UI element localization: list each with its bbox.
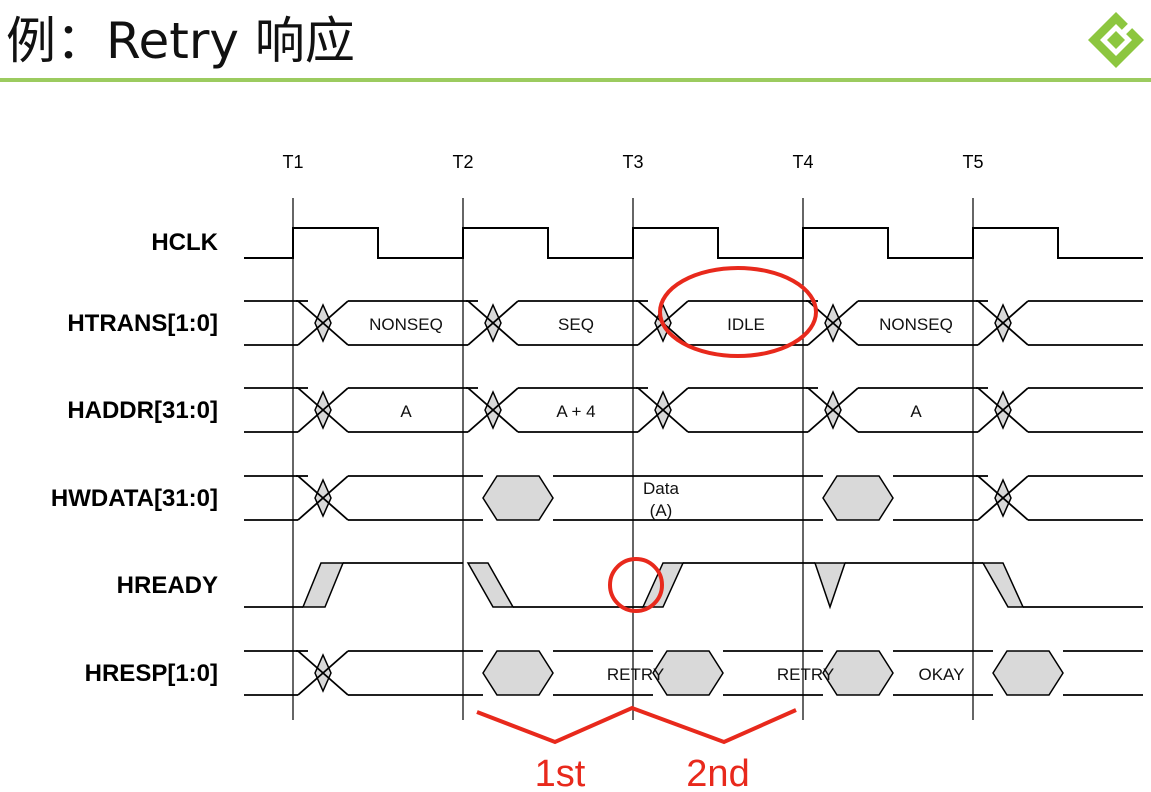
signal-label: HADDR[31:0] xyxy=(67,397,218,424)
bus-crossing-line xyxy=(297,650,349,696)
bus-crossing-line xyxy=(467,300,519,346)
hready-transition xyxy=(301,562,345,608)
bus-value-label: NONSEQ xyxy=(879,315,953,334)
tick-label: T1 xyxy=(282,152,303,172)
signal-label: HCLK xyxy=(151,229,218,256)
bus-value-label: A xyxy=(910,402,922,421)
bus-value-label: IDLE xyxy=(727,315,765,334)
tick-label: T2 xyxy=(452,152,473,172)
title-underline xyxy=(0,78,1151,82)
bus-shaded-segment xyxy=(992,650,1064,696)
retry-bracket xyxy=(476,705,797,745)
slide-title: 例：Retry 响应 xyxy=(6,12,355,70)
bus-shaded-segment xyxy=(822,475,894,521)
hready-pulse xyxy=(813,562,847,610)
hclk-waveform xyxy=(244,227,1143,259)
bus-shaded-segment xyxy=(482,650,554,696)
bus-crossing-line xyxy=(807,387,859,433)
bus-value-label: A + 4 xyxy=(556,402,595,421)
signal-label: HREADY xyxy=(117,572,218,599)
bus-crossing-line xyxy=(637,387,689,433)
bus-crossing-line xyxy=(977,300,1029,346)
bus-crossing-line xyxy=(297,475,349,521)
hready-transition xyxy=(466,562,515,608)
bus-crossing-line xyxy=(297,300,349,346)
signal-label: HWDATA[31:0] xyxy=(51,485,218,512)
tick-label: T5 xyxy=(962,152,983,172)
hready-transition xyxy=(981,562,1025,608)
bus-shaded-segment xyxy=(822,650,894,696)
first-retry-label: 1st xyxy=(535,753,586,792)
hready-highlight-circle xyxy=(608,557,664,613)
diamond-logo-icon xyxy=(1088,12,1144,68)
bus-crossing-line xyxy=(467,387,519,433)
bus-value-label: NONSEQ xyxy=(369,315,443,334)
bus-value-label: Data xyxy=(643,479,679,498)
bus-value-label: SEQ xyxy=(558,315,594,334)
bus-crossing-line xyxy=(977,475,1029,521)
bus-crossing-line xyxy=(807,300,859,346)
signal-label: HRESP[1:0] xyxy=(85,660,218,687)
bus-crossing-line xyxy=(297,387,349,433)
bus-shaded-segment xyxy=(482,475,554,521)
bus-value-label: OKAY xyxy=(919,665,965,684)
second-retry-label: 2nd xyxy=(686,753,749,792)
tick-label: T3 xyxy=(622,152,643,172)
bus-shaded-segment xyxy=(652,650,724,696)
bus-value-label: A xyxy=(400,402,412,421)
idle-highlight-ellipse xyxy=(658,266,818,358)
tick-label: T4 xyxy=(792,152,813,172)
bus-value-label: RETRY xyxy=(777,665,834,684)
signal-label: HTRANS[1:0] xyxy=(67,310,218,337)
bus-value-label: RETRY xyxy=(607,665,664,684)
bus-crossing-line xyxy=(977,387,1029,433)
bus-value-label: (A) xyxy=(650,501,673,520)
